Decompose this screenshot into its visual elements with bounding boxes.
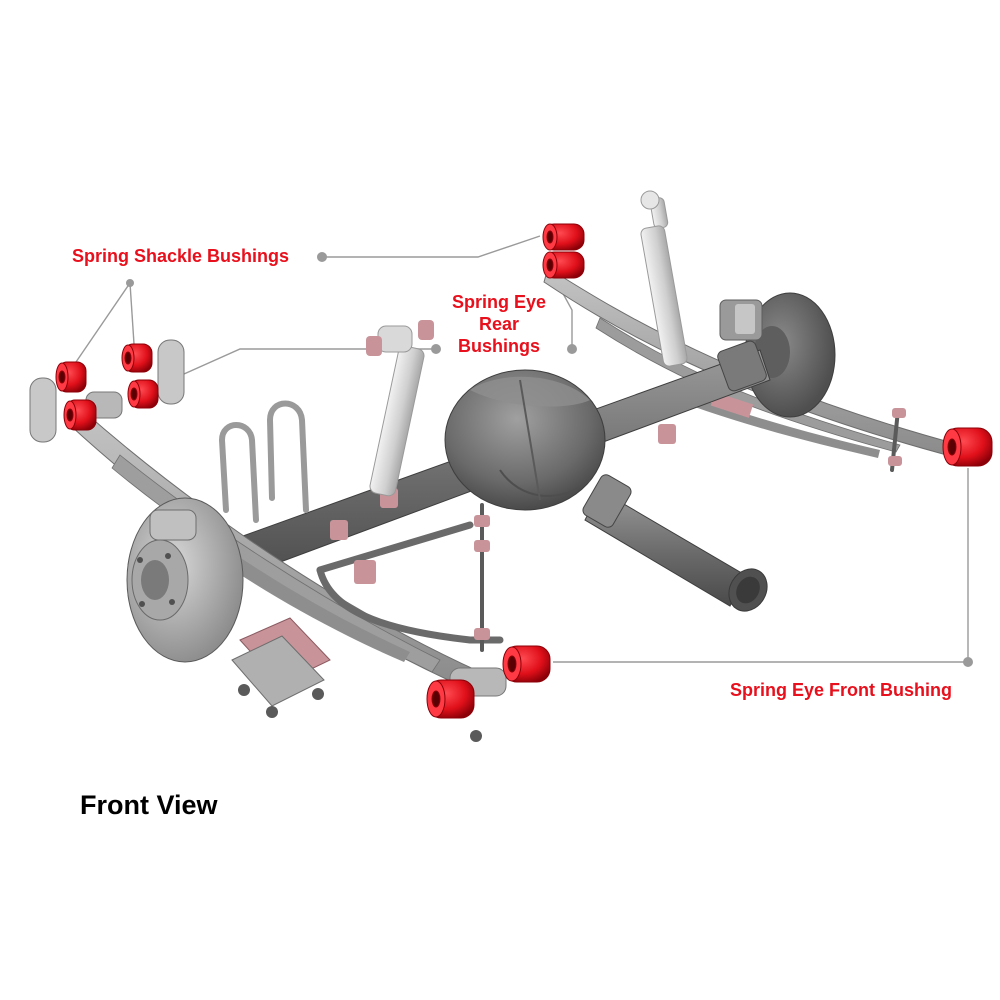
leader-dot	[431, 344, 441, 354]
spring-eye-front-bushing-1	[502, 645, 551, 683]
shock-lower-pad	[330, 520, 348, 540]
near-shock-absorber	[330, 320, 434, 540]
shackle-plate-left	[29, 377, 57, 443]
callout-spring-eye-rear-bushings: Spring Eye Rear Bushings	[451, 292, 547, 356]
pinion-snubber-pad	[658, 424, 676, 444]
leader-shackle-to-left-1	[75, 282, 131, 363]
shock-bushing-pad	[366, 336, 382, 356]
right-brake-drum	[719, 292, 836, 418]
leader-dot	[963, 657, 973, 667]
view-title: Front View	[80, 790, 218, 820]
shock-bushing-pad	[418, 320, 434, 340]
spring-shackle-bushing-right-2	[127, 379, 159, 409]
driveshaft	[582, 474, 768, 612]
spring-shackle-bushing-top	[542, 223, 585, 251]
spring-plate-assembly	[231, 617, 482, 742]
spring-eye-rear-bushing-right	[942, 427, 993, 467]
spring-shackle-bushing-left-2	[63, 399, 97, 431]
shackle-plate-right	[157, 339, 185, 405]
differential-housing	[444, 369, 606, 511]
leader-shackle-to-top	[322, 235, 541, 258]
leader-dot	[126, 279, 134, 287]
callout-spring-eye-front-bushing: Spring Eye Front Bushing	[730, 680, 953, 700]
sway-bar-end-link-pads	[354, 408, 906, 640]
left-brake-rotor	[126, 497, 244, 663]
leader-dot	[567, 344, 577, 354]
far-leaf-spring	[543, 267, 961, 459]
red-bushings	[55, 223, 993, 719]
u-bolt-right	[266, 400, 309, 513]
leader-dot	[317, 252, 327, 262]
shackle-plates	[29, 339, 185, 443]
callout-spring-shackle-bushings: Spring Shackle Bushings	[72, 246, 290, 266]
u-bolt-left	[218, 422, 259, 523]
spring-shackle-bushing-right-1	[121, 343, 153, 373]
spring-shackle-bushing-top-2	[542, 251, 585, 279]
leader-shackle-to-left-2	[129, 282, 135, 345]
far-shock-absorber	[640, 190, 688, 367]
u-bolts	[218, 400, 309, 523]
leader-dots	[126, 252, 973, 667]
spring-eye-front-bushing-2	[426, 679, 475, 719]
spring-shackle-bushing-left-1	[55, 361, 87, 393]
